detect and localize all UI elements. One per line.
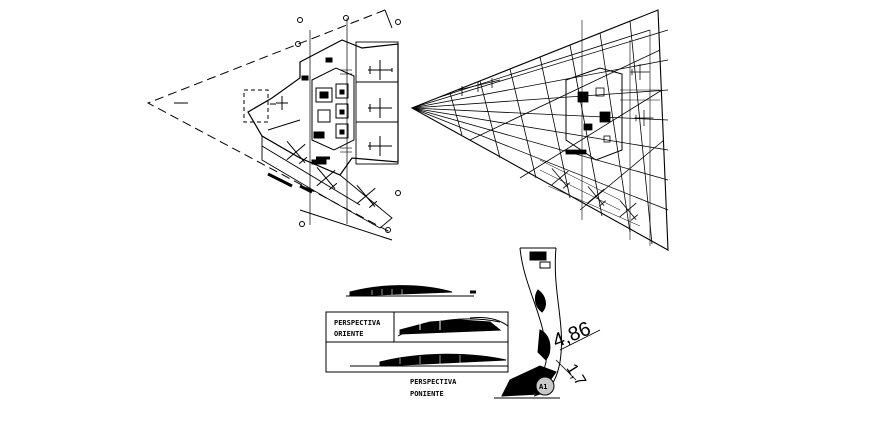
grid-triangle-outline bbox=[410, 9, 669, 251]
airplane-icon bbox=[316, 166, 338, 191]
perspective-grid-plan bbox=[410, 9, 669, 251]
floor-plan-left bbox=[146, 9, 401, 241]
airplane-icon bbox=[368, 60, 393, 80]
airplane-icon bbox=[356, 184, 378, 209]
sheet-marker-label: A1 bbox=[539, 383, 547, 391]
dimension-minor: 1,7 bbox=[563, 361, 589, 389]
aircraft-set-left bbox=[286, 60, 393, 209]
airplane-icon bbox=[587, 186, 607, 207]
airplane-icon bbox=[551, 168, 571, 189]
perspective-oriente-line1: PERSPECTIVA bbox=[334, 319, 381, 327]
airplane-icon bbox=[634, 109, 654, 127]
airplane-icon bbox=[619, 200, 639, 221]
airplane-icon bbox=[630, 63, 650, 81]
perspective-oriente-label: PERSPECTIVA ORIENTE bbox=[334, 319, 381, 338]
perspective-poniente-line2: PONIENTE bbox=[410, 390, 444, 398]
perspective-oriente-line2: ORIENTE bbox=[334, 330, 364, 338]
elevation-section-frame bbox=[325, 311, 509, 373]
aircraft-set-right bbox=[551, 63, 654, 221]
elevation-top bbox=[346, 285, 476, 297]
airplane-icon bbox=[368, 136, 392, 156]
perspective-poniente-label: PERSPECTIVA PONIENTE bbox=[410, 378, 457, 398]
dimension-major: 4,86 bbox=[550, 318, 594, 353]
perspective-poniente-line1: PERSPECTIVA bbox=[410, 378, 457, 386]
airplane-icon bbox=[286, 140, 308, 165]
airplane-icon bbox=[368, 98, 392, 118]
sheet-marker: A1 bbox=[535, 376, 555, 396]
